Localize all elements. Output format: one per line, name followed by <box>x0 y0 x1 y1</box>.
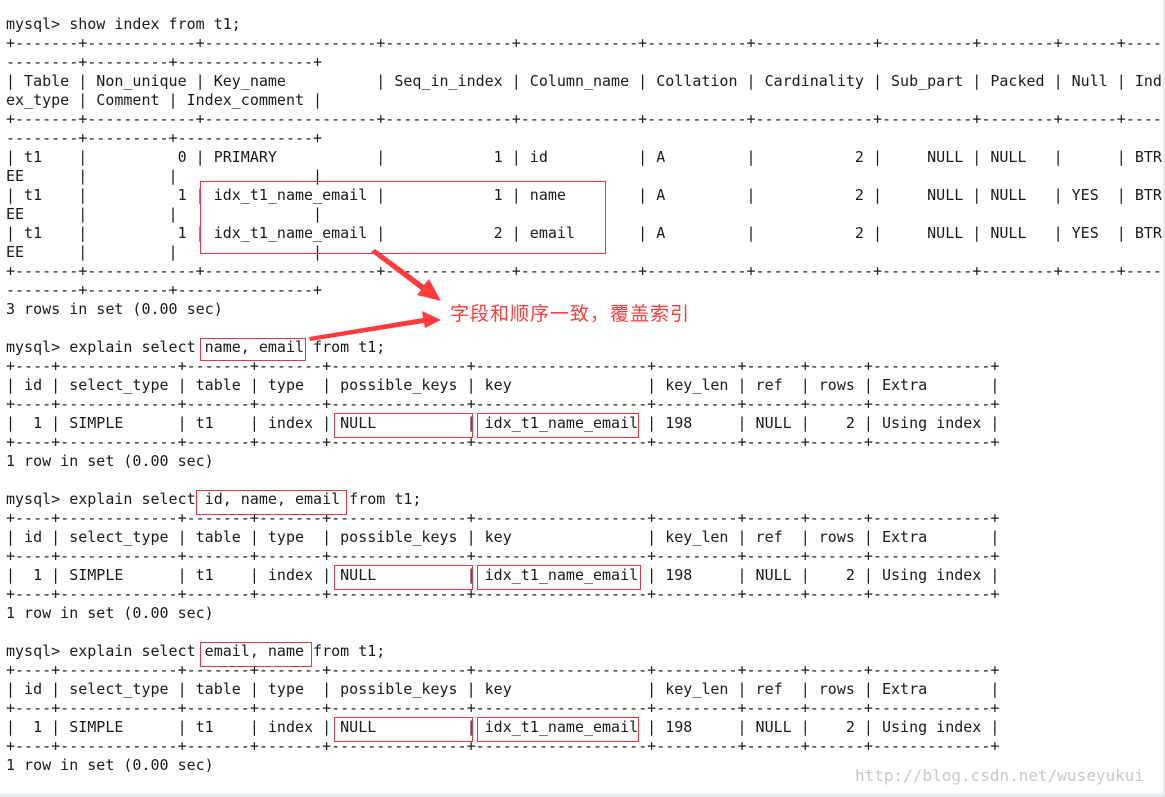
terminal-line: EE | | | <box>6 243 323 261</box>
terminal-line: 1 row in set (0.00 sec) <box>6 604 214 622</box>
terminal-line: | id | select_type | table | type | poss… <box>6 680 1000 698</box>
terminal-line: +----+-------------+-------+-------+----… <box>6 737 1000 755</box>
highlight-key-3 <box>477 717 639 742</box>
terminal-line: --------+---------+---------------+ <box>6 129 323 147</box>
terminal-line: +----+-------------+-------+-------+----… <box>6 547 1000 565</box>
highlight-possible-keys-1 <box>334 413 473 438</box>
terminal-line: +----+-------------+-------+-------+----… <box>6 509 1000 527</box>
terminal-line: +----+-------------+-------+-------+----… <box>6 699 1000 717</box>
terminal-line: +-------+------------+------------------… <box>6 262 1162 280</box>
terminal-line: +----+-------------+-------+-------+----… <box>6 661 1000 679</box>
terminal-line: | t1 | 1 | idx_t1_name_email | 1 | name … <box>6 186 1162 204</box>
highlight-index-rows <box>200 181 606 254</box>
terminal-line: | Table | Non_unique | Key_name | Seq_in… <box>6 72 1162 90</box>
terminal-line: EE | | | <box>6 205 323 223</box>
terminal-line: --------+---------+---------------+ <box>6 53 323 71</box>
highlight-possible-keys-3 <box>334 717 473 742</box>
highlight-select-email-name <box>200 642 312 667</box>
terminal-line: 3 rows in set (0.00 sec) <box>6 300 223 318</box>
terminal-line: | 1 | SIMPLE | t1 | index | NULL | idx_t… <box>6 718 1000 736</box>
terminal-line: +-------+------------+------------------… <box>6 34 1162 52</box>
terminal-output: mysql> show index from t1;+-------+-----… <box>6 15 1162 775</box>
terminal-line: 1 row in set (0.00 sec) <box>6 452 214 470</box>
terminal-line: mysql> show index from t1; <box>6 15 241 33</box>
terminal-line: +----+-------------+-------+-------+----… <box>6 585 1000 603</box>
terminal-line: | 1 | SIMPLE | t1 | index | NULL | idx_t… <box>6 566 1000 584</box>
terminal-line: +----+-------------+-------+-------+----… <box>6 395 1000 413</box>
terminal-line: EE | | | <box>6 167 323 185</box>
terminal-line: 1 row in set (0.00 sec) <box>6 756 214 774</box>
terminal-line: | t1 | 1 | idx_t1_name_email | 2 | email… <box>6 224 1162 242</box>
highlight-select-id-name-email <box>196 490 347 515</box>
annotation-note: 字段和顺序一致，覆盖索引 <box>450 303 691 325</box>
terminal-line: +----+-------------+-------+-------+----… <box>6 433 1000 451</box>
arrow-icon <box>309 311 441 341</box>
terminal-line: +-------+------------+------------------… <box>6 110 1162 128</box>
highlight-possible-keys-2 <box>334 565 473 590</box>
terminal-line: mysql> explain select email, name from t… <box>6 642 386 660</box>
terminal-line: --------+---------+---------------+ <box>6 281 323 299</box>
highlight-key-2 <box>477 565 641 590</box>
terminal-line: | 1 | SIMPLE | t1 | index | NULL | idx_t… <box>6 414 1000 432</box>
terminal-line: mysql> explain select id, name, email fr… <box>6 490 422 508</box>
terminal-line: +----+-------------+-------+-------+----… <box>6 357 1000 375</box>
terminal-line: ex_type | Comment | Index_comment | <box>6 91 323 109</box>
arrow-icon <box>371 249 441 301</box>
terminal-line: | id | select_type | table | type | poss… <box>6 376 1000 394</box>
terminal-line: | id | select_type | table | type | poss… <box>6 528 1000 546</box>
terminal-line: | t1 | 0 | PRIMARY | 1 | id | A | 2 | NU… <box>6 148 1162 166</box>
watermark: http://blog.csdn.net/wuseyukui <box>855 766 1144 785</box>
terminal-line: mysql> explain select name, email from t… <box>6 338 386 356</box>
highlight-select-name-email <box>200 338 306 361</box>
highlight-key-1 <box>477 413 639 438</box>
